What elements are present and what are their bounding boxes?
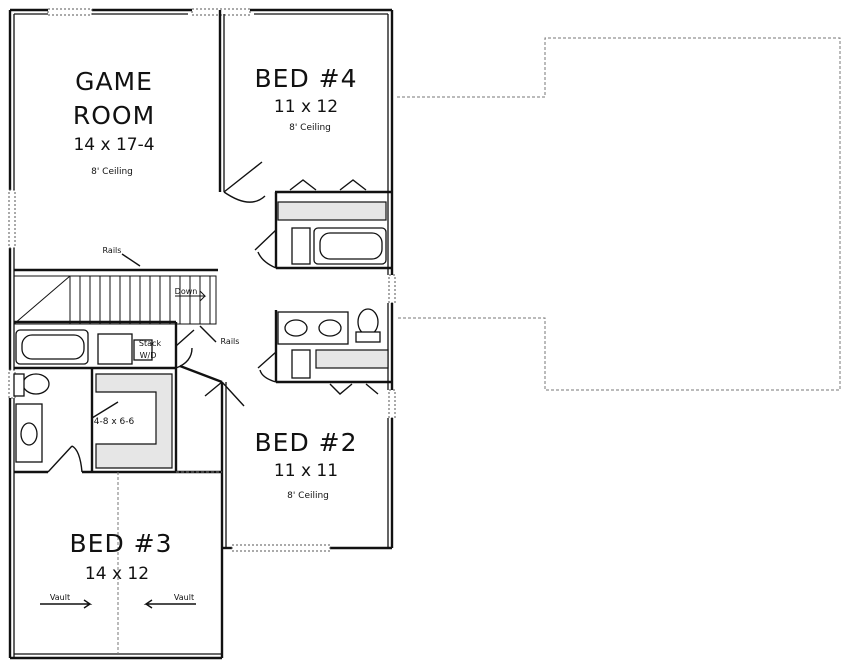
toilet-icon	[357, 308, 379, 336]
bed4-size: 11 x 12	[274, 97, 338, 117]
game-room-size: 14 x 17-4	[73, 135, 154, 155]
closet-shelf	[95, 373, 173, 469]
bed3-vault-left: Vault	[50, 593, 70, 602]
bed4-ceiling: 8' Ceiling	[289, 123, 331, 133]
closet-size: 4-8 x 6-6	[94, 417, 135, 427]
stair-down-label: Down	[175, 287, 198, 296]
laundry-label-line2: W/D	[140, 351, 157, 360]
rails-label-upper: Rails	[103, 246, 122, 255]
closet-shelf	[277, 201, 387, 221]
bed2-size: 11 x 11	[274, 461, 338, 481]
game-room-ceiling: 8' Ceiling	[91, 167, 133, 177]
roof-outline	[397, 37, 841, 391]
exterior-walls	[8, 8, 396, 660]
vault-arrow-icon	[143, 599, 196, 609]
sink-icon	[20, 422, 38, 446]
washer-dryer	[97, 333, 133, 365]
vault-arrow-icon	[40, 599, 93, 609]
sink-icon	[284, 319, 308, 337]
bed3-size: 14 x 12	[85, 564, 149, 584]
bed2-ceiling: 8' Ceiling	[287, 491, 329, 501]
sink-icon	[318, 319, 342, 337]
toilet-icon	[22, 373, 50, 395]
game-room-label-line2: ROOM	[73, 101, 155, 130]
bed3-label: BED #3	[70, 529, 173, 558]
rails-label-lower: Rails	[221, 337, 240, 346]
laundry-label-line1: Stack	[139, 339, 162, 348]
staircase	[13, 275, 217, 325]
bed3-vault-right: Vault	[174, 593, 194, 602]
game-room-label-line1: GAME	[75, 67, 153, 96]
bed2-label: BED #2	[255, 428, 358, 457]
fixtures	[13, 201, 389, 469]
bed4-label: BED #4	[255, 64, 358, 93]
interior-walls	[14, 10, 392, 548]
